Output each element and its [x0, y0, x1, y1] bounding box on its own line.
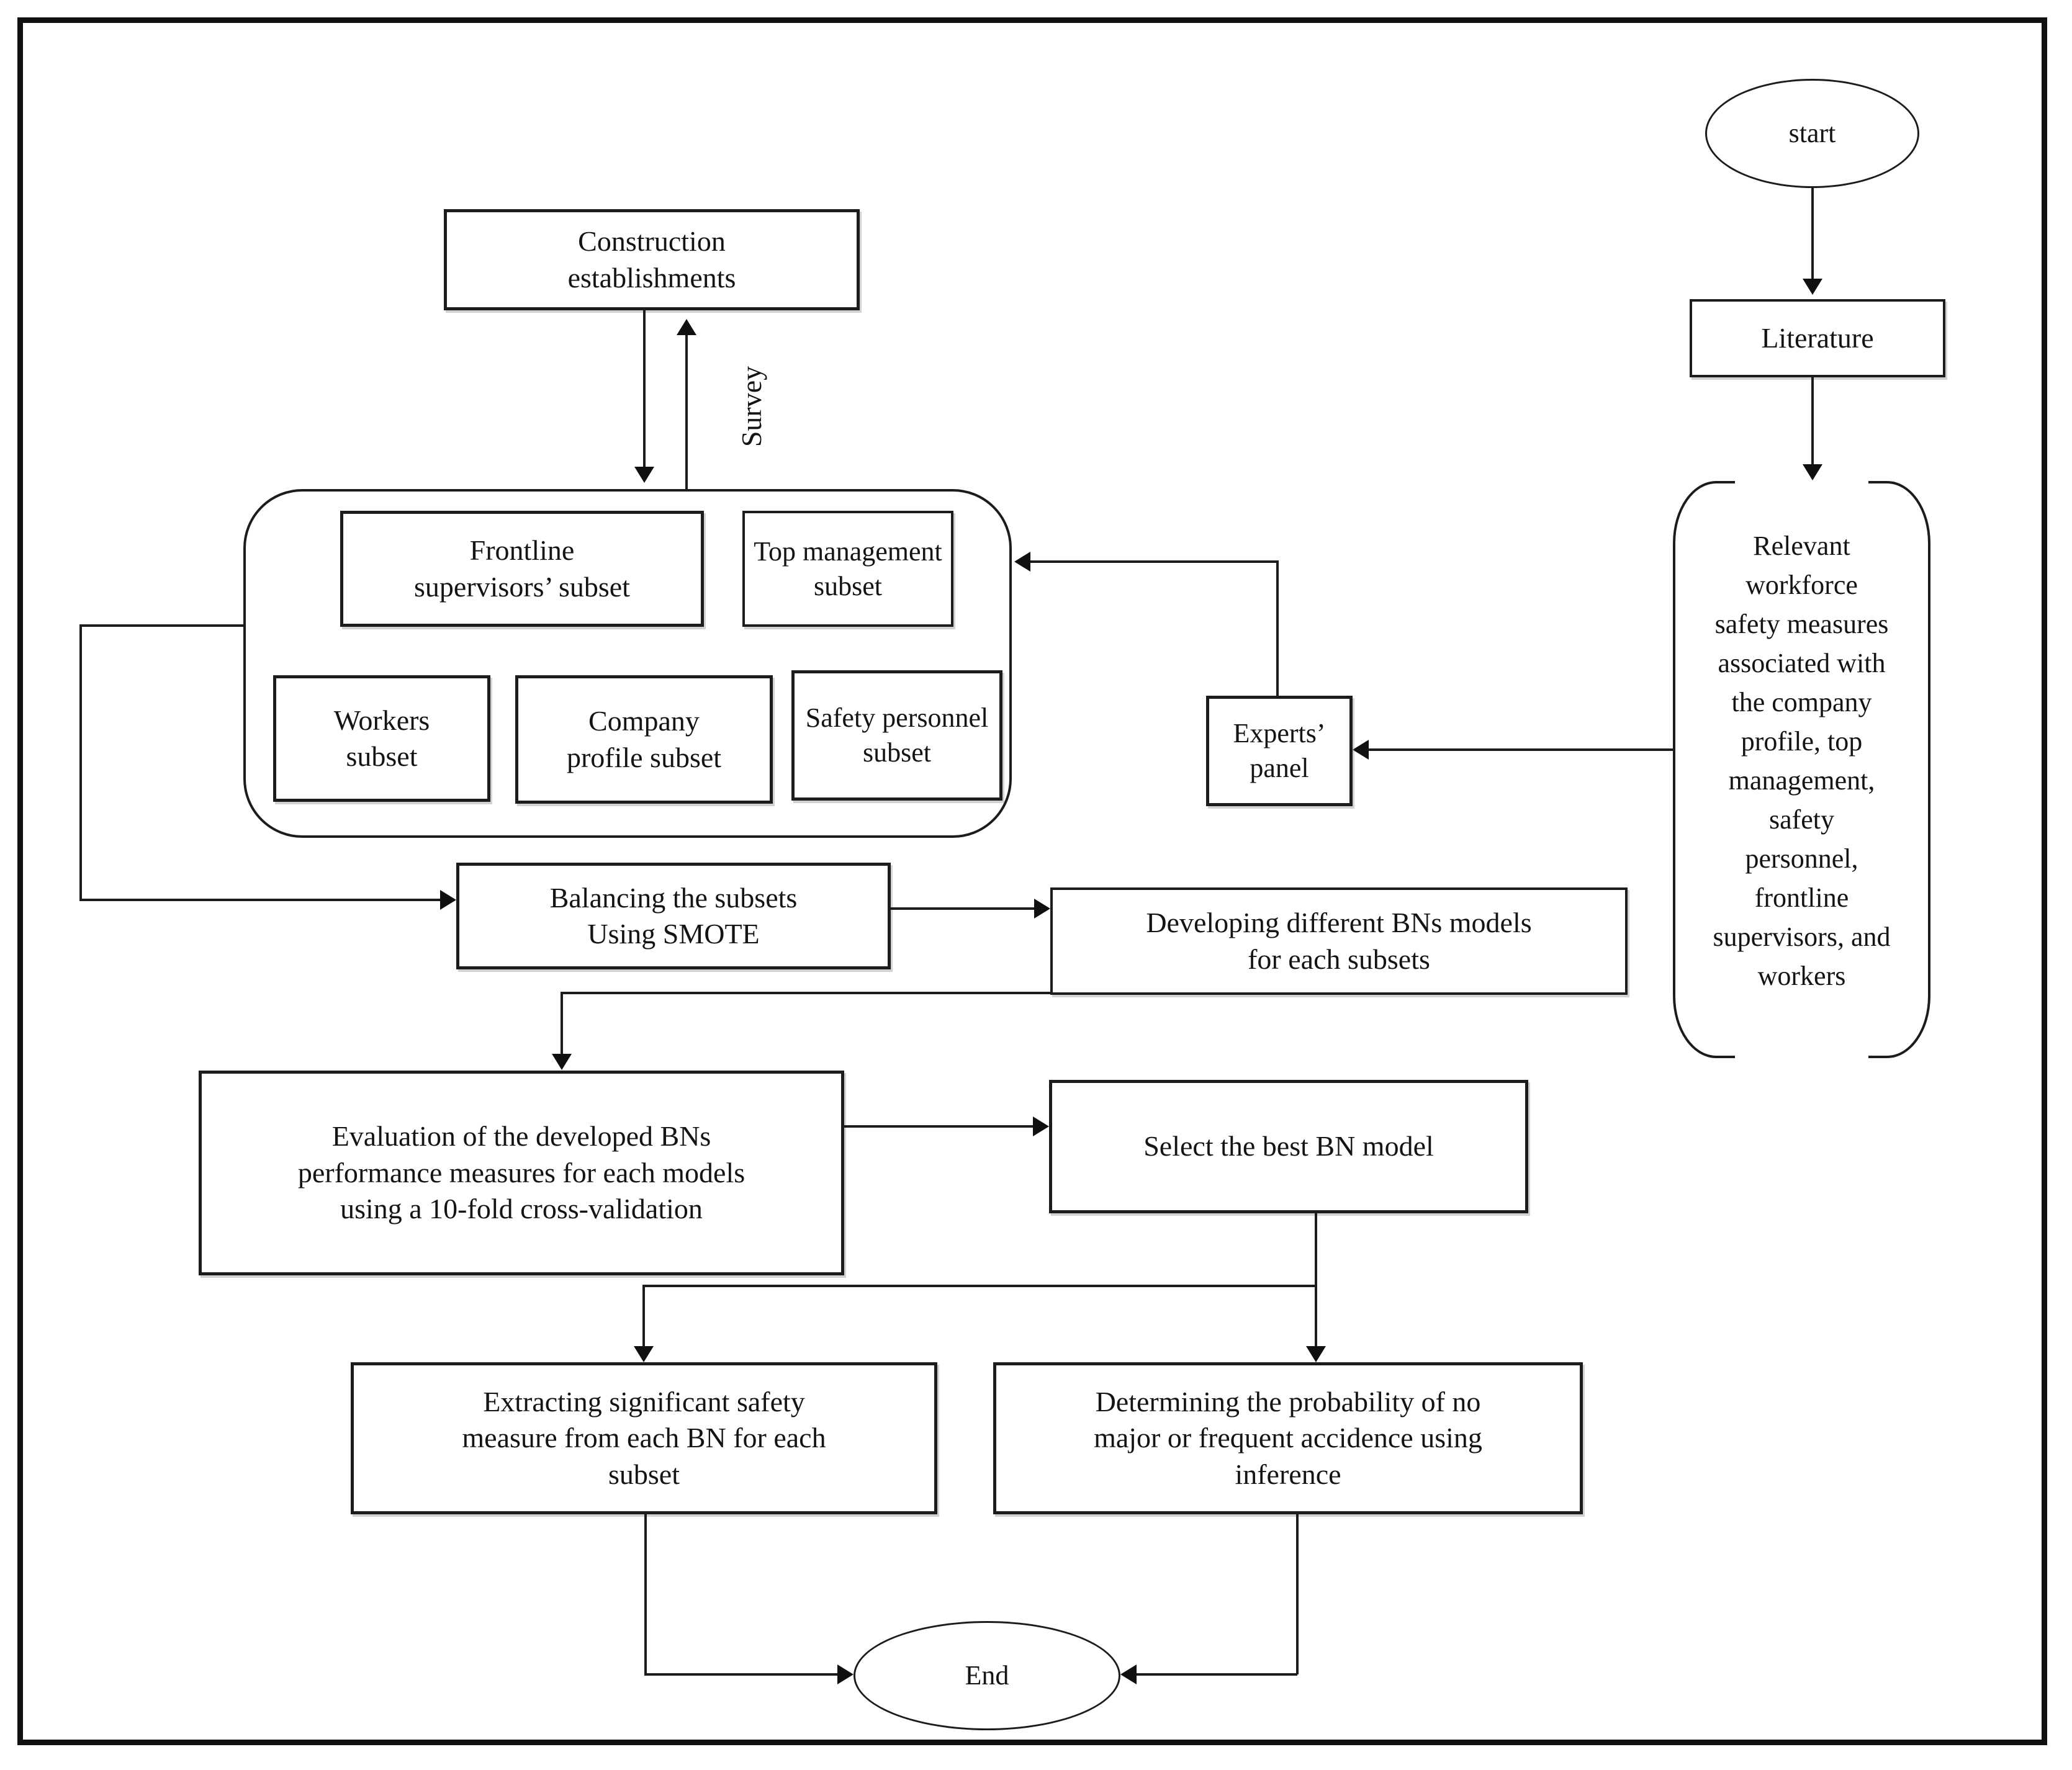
extracting-line: subset [608, 1458, 680, 1490]
node-company-profile-subset: Company profile subset [515, 675, 773, 804]
node-balancing: Balancing the subsets Using SMOTE [456, 863, 891, 969]
select-best-label: Select the best BN model [1143, 1130, 1434, 1162]
determining-line: major or frequent accidence using [1094, 1422, 1482, 1454]
arrowhead-loop-balancing [440, 890, 456, 910]
connector-evaluation-select [844, 1125, 1033, 1128]
company-profile-line: profile subset [566, 741, 722, 773]
node-end: End [854, 1621, 1120, 1730]
arrowhead-evaluation-select [1033, 1116, 1049, 1136]
construction-line: Construction [578, 225, 726, 258]
node-developing: Developing different BNs models for each… [1050, 887, 1628, 995]
relevant-line: associated with [1718, 648, 1886, 678]
node-start-label: start [1788, 118, 1836, 149]
arrowhead-literature-relevant [1803, 464, 1822, 480]
node-extracting: Extracting significant safety measure fr… [351, 1362, 937, 1514]
arrowhead-branch-extracting [634, 1346, 654, 1362]
connector-loop-top [79, 624, 243, 627]
connector-branch-left-down [642, 1285, 645, 1346]
connector-loop-side [79, 624, 82, 901]
relevant-line: supervisors, and [1713, 922, 1891, 952]
workers-line: Workers [333, 704, 430, 736]
relevant-line: management, [1728, 765, 1875, 796]
connector-branch [642, 1285, 1317, 1287]
survey-label-text: Survey [735, 366, 767, 447]
safety-personnel-line: subset [863, 737, 931, 768]
connector-experts-left [1030, 560, 1279, 563]
node-literature-label: Literature [1761, 321, 1874, 354]
survey-label: Survey [708, 338, 795, 475]
connector-loop-bottom [79, 899, 440, 901]
evaluation-line: performance measures for each models [297, 1156, 745, 1188]
top-management-line: subset [814, 570, 882, 601]
frontline-line: Frontline [469, 534, 575, 567]
node-top-management-subset: Top management subset [742, 511, 953, 627]
arrowhead-balancing-developing [1034, 899, 1050, 919]
node-experts-panel: Experts’ panel [1206, 696, 1353, 806]
node-evaluation: Evaluation of the developed BNs performa… [199, 1071, 844, 1275]
arrowhead-extracting-end [837, 1664, 854, 1684]
balancing-line: Balancing the subsets [549, 881, 798, 914]
extracting-line: measure from each BN for each [462, 1422, 826, 1454]
connector-balancing-developing [891, 907, 1034, 910]
connector-extracting-end-h [644, 1673, 837, 1676]
node-construction: Construction establishments [444, 209, 860, 310]
connector-developing-evaluation-h [562, 992, 1050, 994]
connector-construction-down [643, 310, 646, 467]
balancing-line: Using SMOTE [587, 918, 760, 950]
connector-determining-end-v [1296, 1514, 1299, 1674]
node-literature: Literature [1690, 299, 1945, 377]
node-select-best: Select the best BN model [1049, 1080, 1528, 1213]
node-safety-personnel-subset: Safety personnel subset [791, 670, 1002, 801]
arrowhead-determining-end [1120, 1664, 1137, 1684]
determining-line: inference [1235, 1458, 1341, 1490]
node-end-label: End [965, 1660, 1009, 1691]
company-profile-line: Company [588, 705, 700, 737]
workers-line: subset [346, 740, 418, 772]
arrowhead-construction-down [634, 467, 654, 483]
determining-line: Determining the probability of no [1095, 1385, 1481, 1417]
relevant-line: workers [1757, 961, 1846, 991]
construction-line: establishments [567, 261, 736, 294]
connector-experts-up [1276, 562, 1279, 696]
developing-line: Developing different BNs models [1146, 907, 1532, 939]
connector-extracting-end-v [644, 1514, 647, 1674]
relevant-line: profile, top [1741, 726, 1863, 757]
arrowhead-experts-subsets [1014, 552, 1030, 572]
safety-personnel-line: Safety personnel [805, 703, 989, 734]
arrowhead-survey-up [677, 319, 696, 335]
connector-literature-relevant [1811, 377, 1814, 464]
node-determining: Determining the probability of no major … [993, 1362, 1583, 1514]
evaluation-line: Evaluation of the developed BNs [331, 1120, 711, 1152]
connector-select-down [1315, 1213, 1317, 1346]
relevant-line: safety measures [1714, 609, 1889, 639]
connector-developing-evaluation-v [561, 992, 563, 1054]
subsets-container [243, 489, 1012, 838]
connector-relevant-experts [1369, 748, 1673, 751]
frontline-line: supervisors’ subset [414, 570, 630, 603]
top-management-line: Top management [754, 536, 942, 567]
connector-survey-up [685, 335, 688, 489]
extracting-line: Extracting significant safety [483, 1385, 805, 1417]
arrowhead-start-literature [1803, 279, 1822, 295]
arrowhead-branch-determining [1306, 1346, 1326, 1362]
node-frontline-subset: Frontline supervisors’ subset [340, 511, 704, 627]
relevant-line: frontline [1754, 883, 1849, 913]
relevant-line: the company [1731, 687, 1872, 717]
experts-line: Experts’ [1233, 718, 1326, 749]
arrowhead-developing-evaluation [552, 1054, 572, 1070]
evaluation-line: using a 10-fold cross-validation [340, 1193, 703, 1225]
relevant-line: safety [1768, 804, 1835, 835]
relevant-line: Relevant [1753, 531, 1850, 561]
relevant-line: workforce [1745, 570, 1858, 600]
connector-start-literature [1811, 188, 1814, 279]
node-relevant-text: Relevant workforce safety measures assoc… [1673, 526, 1930, 995]
relevant-line: personnel, [1745, 843, 1858, 874]
figure-border [17, 17, 2047, 1745]
developing-line: for each subsets [1248, 943, 1430, 975]
node-workers-subset: Workers subset [273, 675, 490, 802]
node-start: start [1705, 79, 1919, 188]
connector-determining-end-h [1137, 1673, 1297, 1676]
experts-line: panel [1250, 753, 1309, 783]
arrowhead-relevant-experts [1353, 740, 1369, 760]
